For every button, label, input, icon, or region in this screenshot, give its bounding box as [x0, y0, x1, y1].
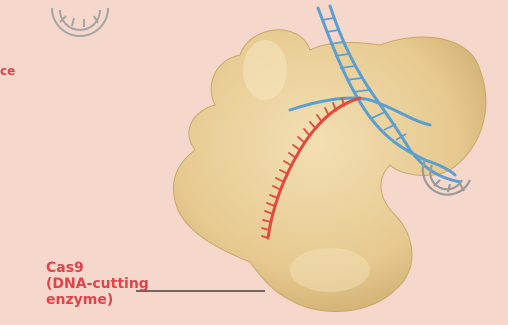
enzyme-highlight [243, 40, 287, 100]
enzyme-highlight [290, 248, 370, 292]
cas9-label-line3: enzyme) [46, 292, 149, 308]
partial-label: ce [0, 64, 15, 78]
dna-ring-top-left [52, 8, 108, 36]
cas9-label-line1: Cas9 [46, 260, 149, 276]
cas9-label: Cas9 (DNA-cutting enzyme) [46, 260, 149, 308]
cas9-label-line2: (DNA-cutting [46, 276, 149, 292]
